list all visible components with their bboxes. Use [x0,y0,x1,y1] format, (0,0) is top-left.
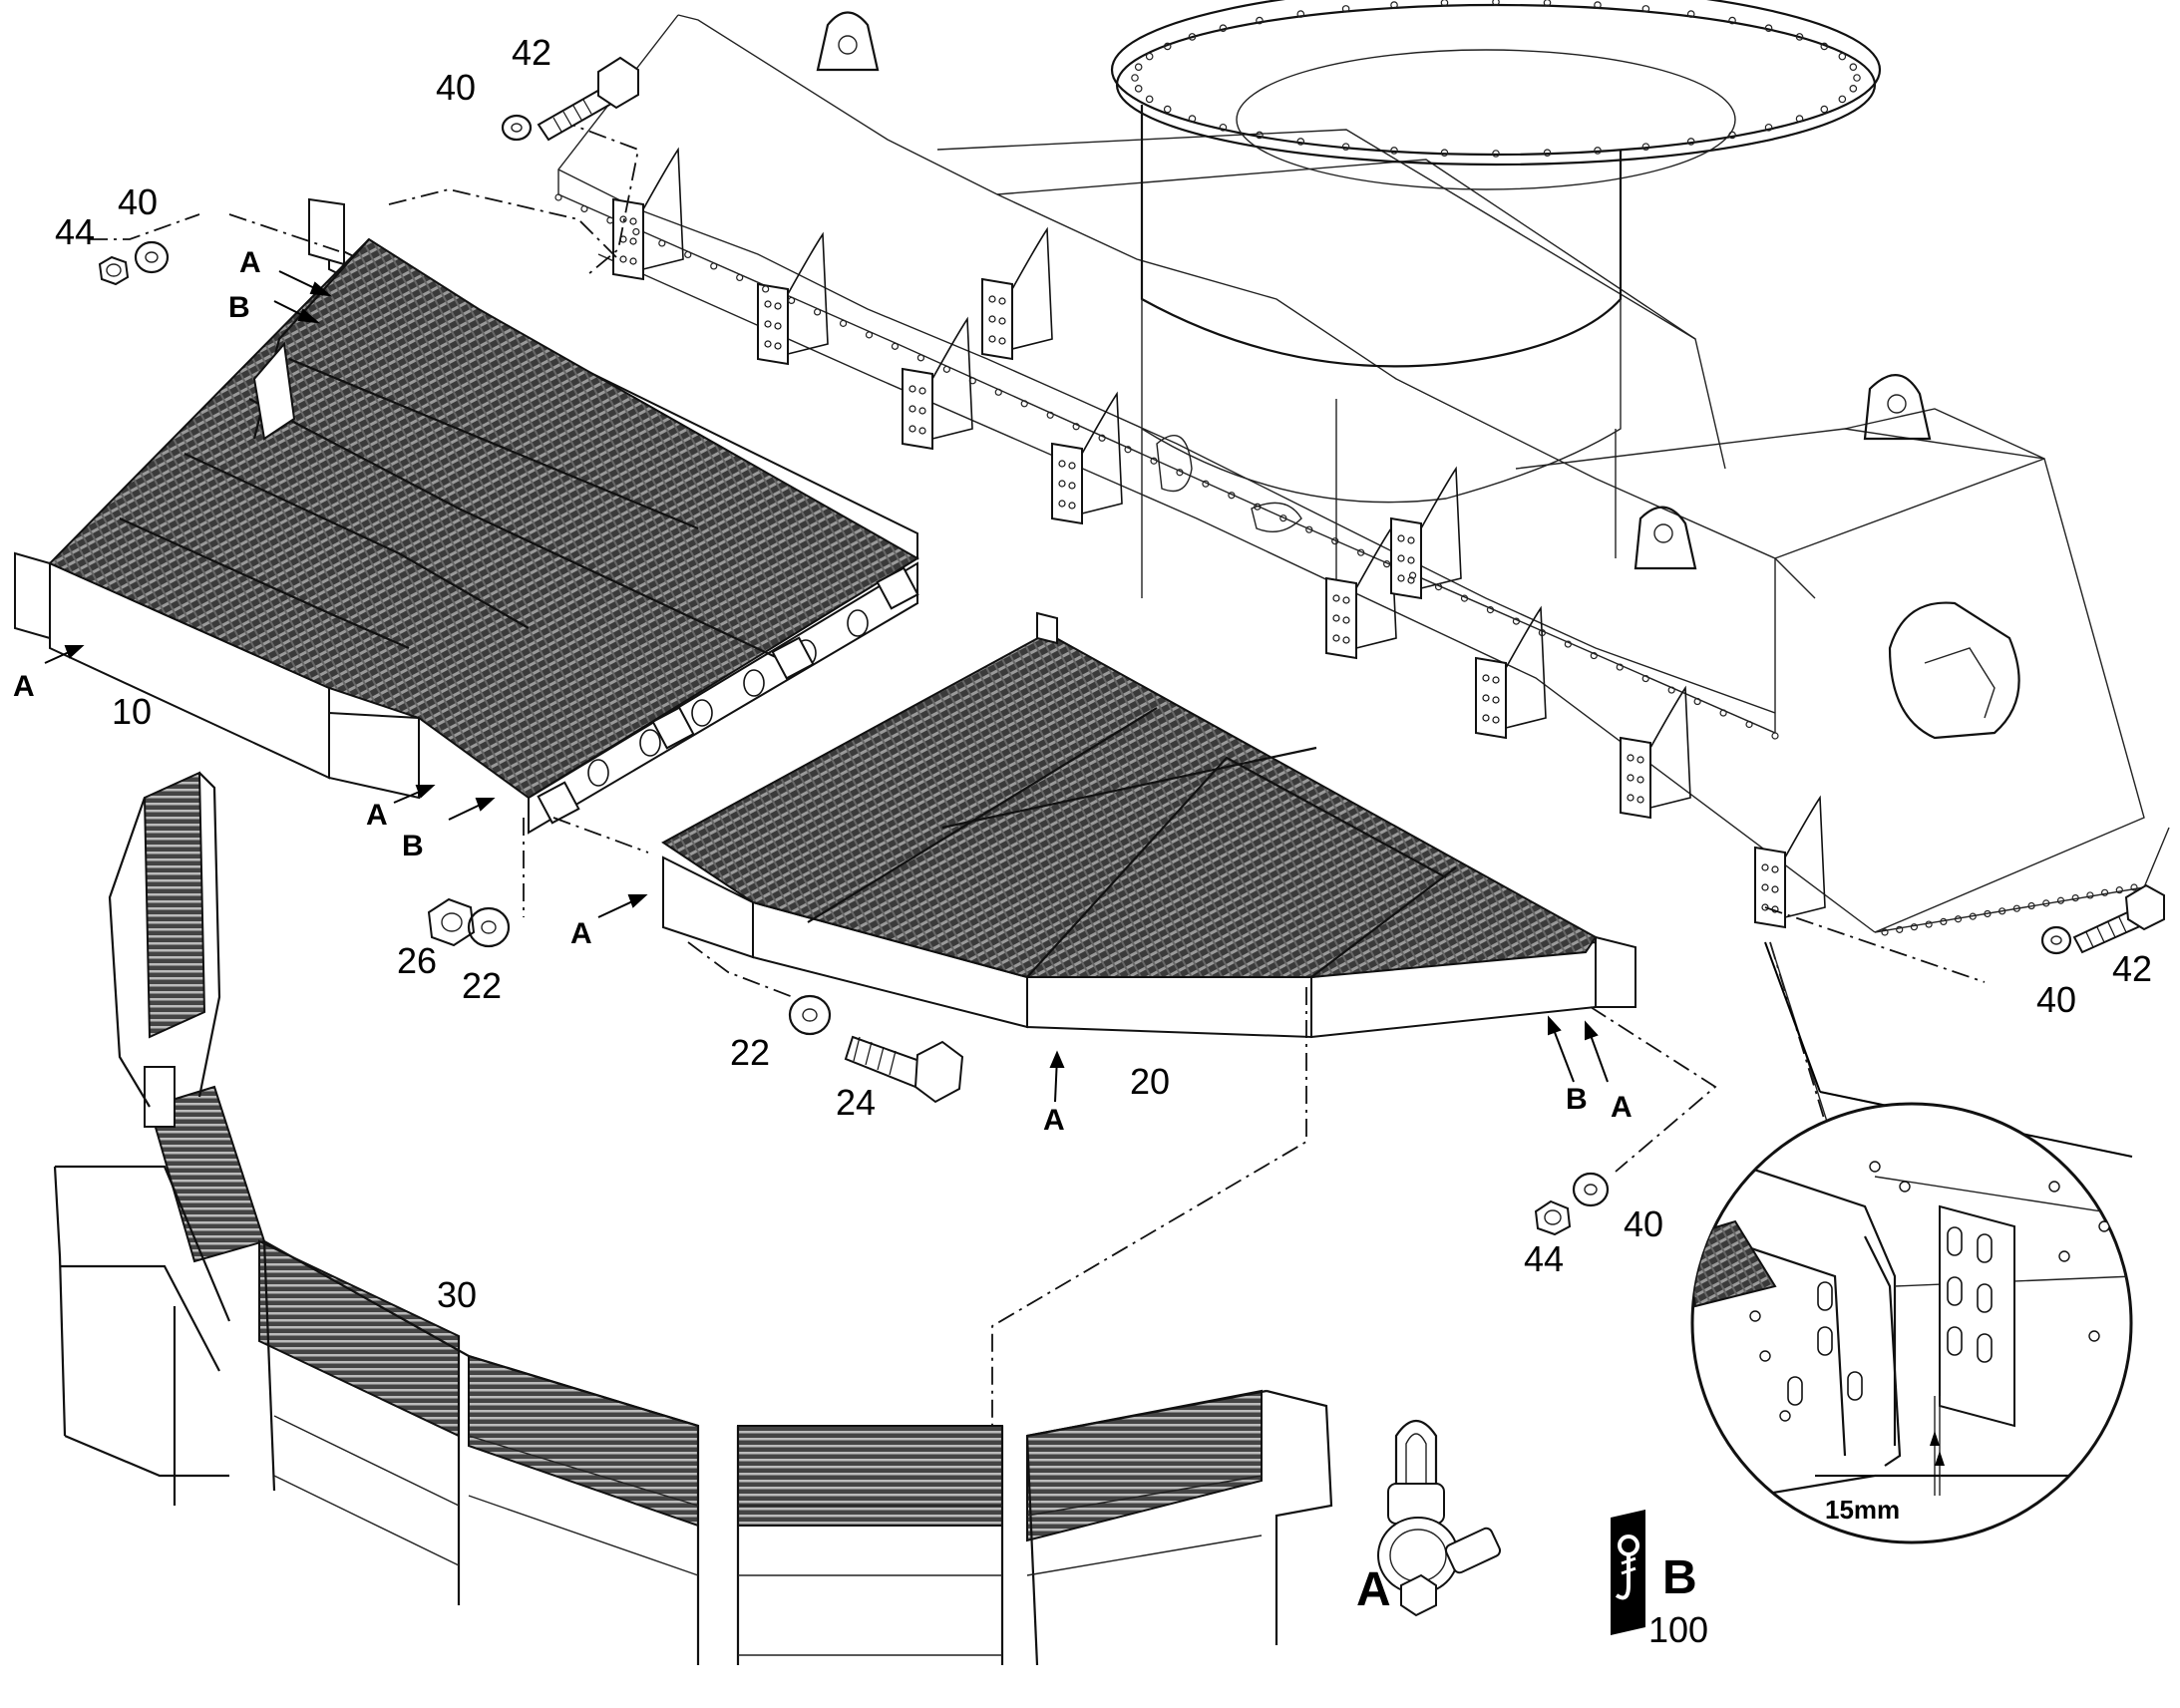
part-labels: 42 40 40 44 10 26 22 22 24 20 30 44 40 4… [55,32,2152,1650]
nut-44-left [98,255,130,286]
label-40-left: 40 [118,181,158,222]
legend-letter-b: B [1662,1551,1697,1604]
detail-holes [1749,1161,2110,1422]
bolt-24 [844,1035,964,1104]
callout-a-5: A [1043,1104,1065,1137]
platform-10-skirt-holes [587,609,869,787]
label-44-right: 44 [1524,1238,1564,1279]
nut-44-right [1534,1199,1572,1236]
washer-40-top [501,114,533,142]
washer-22-center [788,994,832,1036]
callout-a-3: A [366,799,388,832]
washer-22-left [467,906,511,948]
legend-letter-a: A [1356,1563,1391,1616]
callout-letters: A B A A B A A B A [13,246,1633,1137]
callout-b-3: B [1566,1083,1588,1116]
label-30: 30 [437,1274,477,1315]
callout-a-6: A [1611,1091,1633,1124]
lift-point-icon [1611,1510,1645,1635]
label-100: 100 [1648,1609,1708,1650]
stair-30 [53,771,1333,1666]
bolt-42-right [2072,883,2165,954]
shackle-symbol [1377,1419,1502,1617]
label-20: 20 [1130,1061,1170,1102]
bolt-42-top [537,56,639,142]
main-frame [554,0,2170,936]
callout-b-2: B [402,830,424,862]
frame-perforations [554,193,2138,936]
platform-20 [661,611,1636,1039]
detail-view [1690,1102,2133,1544]
flange-holes [1131,0,1861,158]
label-10: 10 [112,691,152,732]
label-40-far-right: 40 [2036,979,2076,1020]
detail-dimension: 15mm [1825,1495,1900,1525]
nut-26 [427,897,476,947]
callout-b-1: B [228,291,250,324]
label-40-right: 40 [1624,1203,1663,1244]
label-22-center: 22 [730,1032,770,1073]
label-24: 24 [836,1082,876,1123]
label-26: 26 [397,940,437,981]
callout-a-2: A [13,670,35,703]
label-22-left: 22 [462,965,502,1006]
label-40-top: 40 [436,67,476,108]
hardware [98,56,2165,1236]
frame-brackets [612,147,1826,929]
label-42-right: 42 [2112,948,2152,989]
callout-a-4: A [570,917,592,950]
washer-40-left [134,240,170,274]
label-42-top: 42 [512,32,551,73]
platform-10 [14,197,919,835]
washer-40-far-right [2040,925,2072,955]
assembly-lines [90,119,1986,1426]
label-44-left: 44 [55,211,95,252]
washer-40-right [1572,1172,1610,1207]
callout-a-1: A [239,246,261,279]
detail-slots [1787,1226,1993,1406]
